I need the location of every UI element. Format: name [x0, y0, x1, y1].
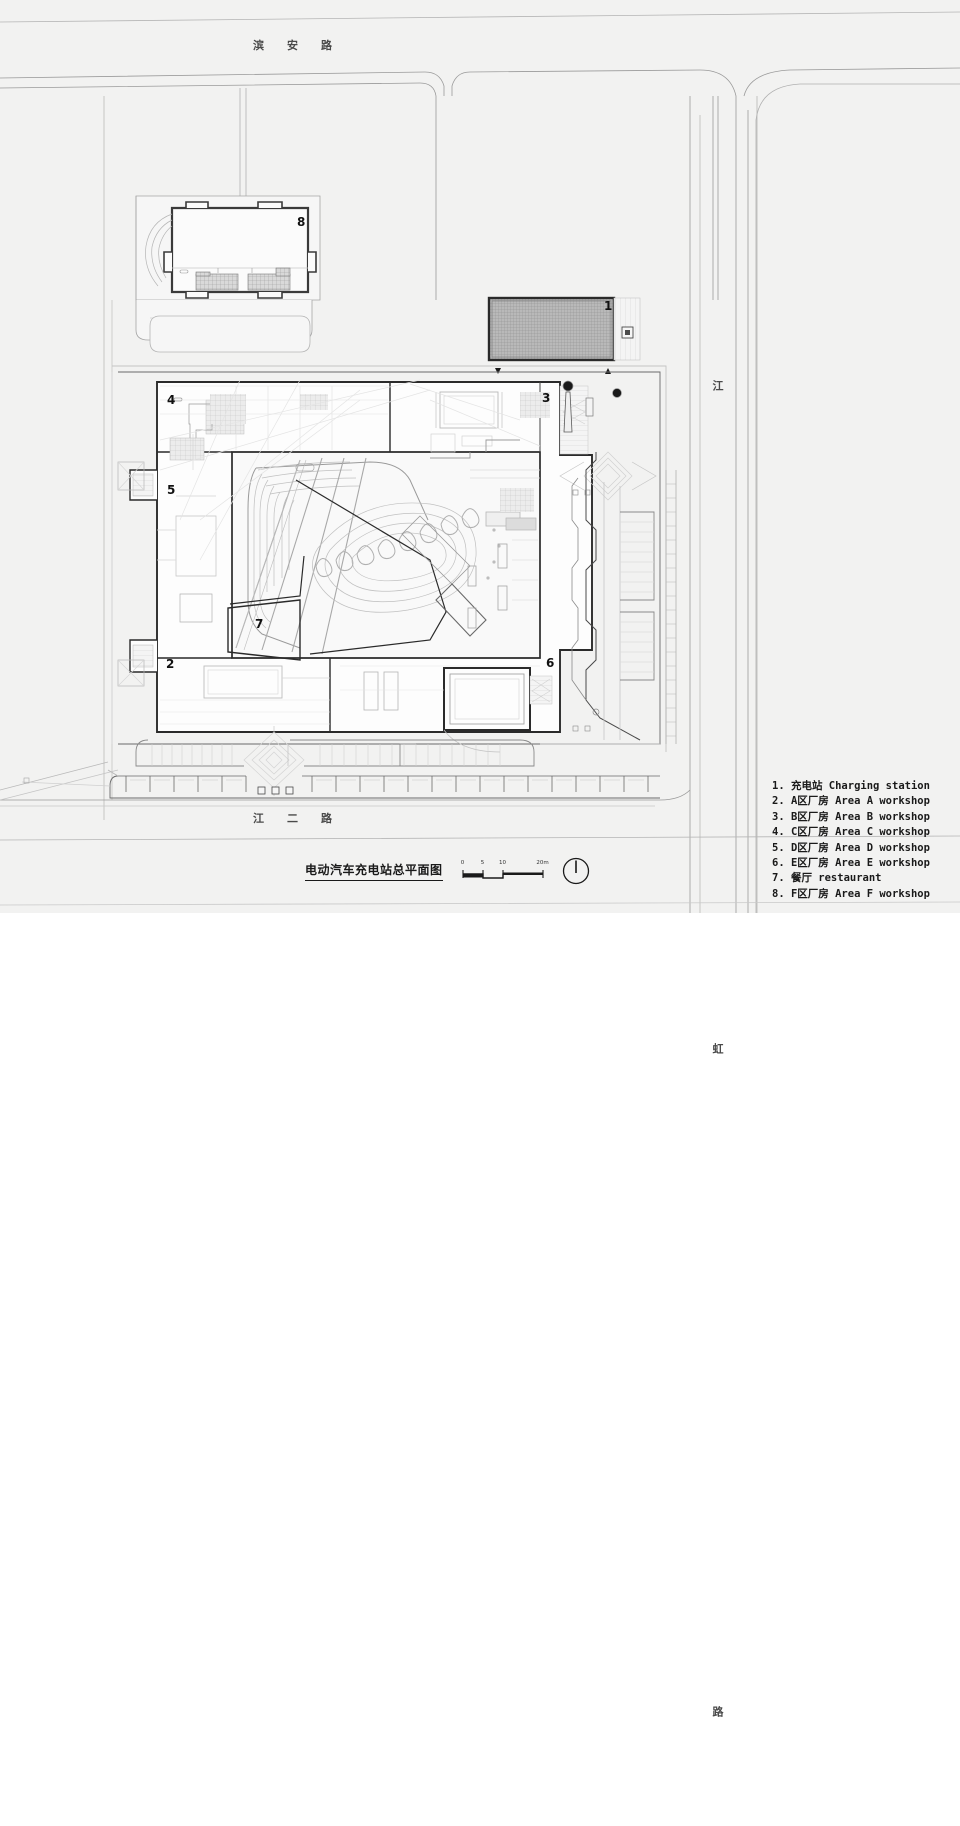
legend-item-5: 5. D区厂房 Area D workshop: [772, 841, 930, 854]
legend-item-4: 4. C区厂房 Area C workshop: [772, 826, 930, 839]
marker-6: 6: [546, 656, 555, 670]
marker-8: 8: [297, 215, 306, 229]
road-label-top: 滨 安 路: [253, 39, 332, 52]
legend: 1. 充电站 Charging station 2. A区厂房 Area A w…: [772, 779, 958, 902]
scale-tick-20: 20m: [536, 860, 549, 866]
scale-bar-graphic: [461, 870, 544, 879]
northwest-plaza: [149, 315, 311, 353]
east-service-yard: [559, 451, 677, 744]
scale-tick-5: 5: [480, 860, 485, 866]
legend-item-1: 1. 充电站 Charging station: [772, 780, 930, 792]
legend-item-7: 7. 餐厅 restaurant: [772, 872, 882, 885]
diamond-plaza-north: [559, 451, 657, 501]
marker-5: 5: [167, 483, 176, 497]
drawing-title: 电动汽车充电站总平面图: [305, 861, 443, 881]
wing-south: [203, 658, 399, 732]
building-1-charging-station: [487, 296, 641, 374]
south-parking: [21, 726, 660, 799]
marker-7: 7: [255, 617, 264, 631]
west-margin-detail: [111, 372, 145, 744]
road-label-bottom: 江 二 路: [253, 812, 332, 825]
scale-tick-10: 10: [499, 860, 507, 866]
north-arrow-icon: [562, 857, 589, 885]
wing-north: [389, 380, 622, 455]
marker-2: 2: [166, 657, 175, 671]
marker-1: 1: [604, 299, 613, 313]
building-8: [145, 201, 317, 299]
parking-bay-comb: [118, 775, 660, 792]
road-label-right: 江 虹 路: [711, 380, 724, 1826]
building-6-pavilion: [443, 667, 553, 753]
legend-item-6: 6. E区厂房 Area E workshop: [772, 857, 930, 870]
marker-3: 3: [542, 391, 551, 405]
legend-item-8: 8. F区厂房 Area F workshop: [772, 887, 930, 900]
legend-item-2: 2. A区厂房 Area A workshop: [772, 795, 930, 808]
caption-block: 电动汽车充电站总平面图 0 5 10 20m: [305, 856, 591, 886]
scale-tick-0: 0: [460, 860, 465, 866]
marker-4: 4: [167, 393, 176, 407]
plan-linework: [0, 11, 960, 913]
ghost-construction-lines: [159, 379, 541, 561]
scale-bar: 0 5 10 20m: [460, 860, 549, 882]
south-wing-roof-hatch: [160, 665, 540, 725]
diamond-plaza-south: [243, 726, 305, 796]
legend-item-3: 3. B区厂房 Area B workshop: [772, 810, 930, 823]
main-complex-footprint: [156, 381, 593, 733]
courtyard-east-detail: [430, 439, 540, 629]
wing-west: [129, 451, 232, 673]
courtyard-landscape: [227, 457, 501, 661]
